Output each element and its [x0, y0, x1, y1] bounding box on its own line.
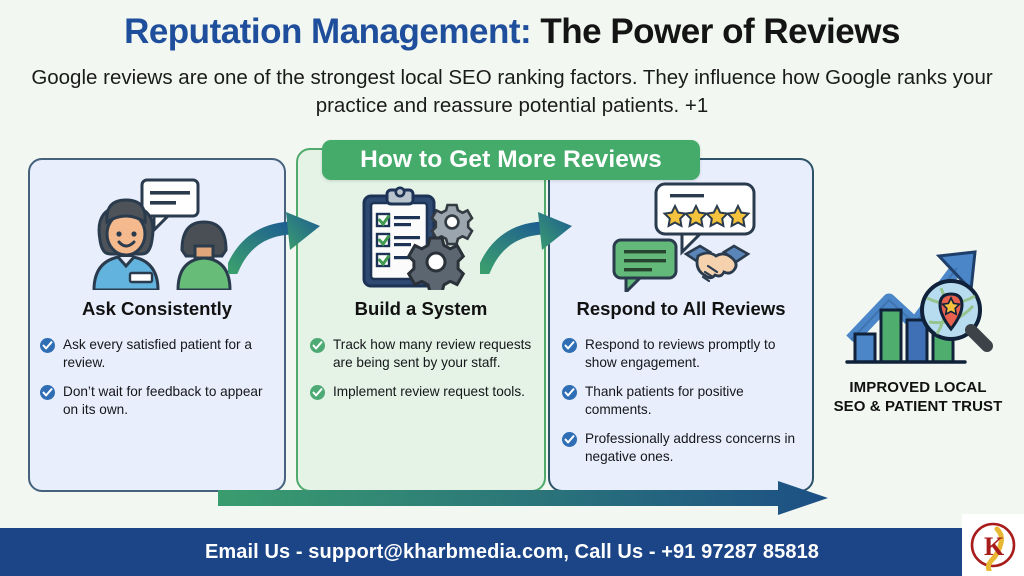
check-circle-icon [562, 338, 577, 353]
result-label-line1: IMPROVED LOCAL [849, 379, 987, 396]
bullet-list-1: Ask every satisfied patient for a review… [40, 336, 278, 430]
check-circle-icon [40, 385, 55, 401]
bullet-list-3: Respond to reviews promptly to show enga… [562, 336, 810, 477]
list-item: Implement review request tools. [310, 383, 538, 401]
list-item-text: Thank patients for positive comments. [585, 384, 744, 418]
list-item-text: Implement review request tools. [333, 384, 525, 400]
check-circle-icon [562, 385, 577, 401]
list-item-text: Ask every satisfied patient for a review… [63, 337, 252, 371]
flow-curve-arrow-2 [477, 212, 590, 279]
page-title-secondary: The Power of Reviews [540, 12, 900, 51]
footer-contact-text[interactable]: Email Us - support@kharbmedia.com, Call … [204, 540, 820, 563]
check-circle-icon [40, 338, 55, 353]
check-circle-icon [310, 385, 325, 401]
list-item-text: Don’t wait for feedback to appear on its… [63, 384, 263, 418]
brand-logo: K [962, 514, 1024, 576]
page-subtitle: Google reviews are one of the strongest … [31, 66, 993, 117]
page-title: Reputation Management: The Power of Revi… [0, 12, 1024, 51]
column-title-3: Respond to All Reviews [576, 298, 786, 319]
result-label: IMPROVED LOCAL SEO & PATIENT TRUST [820, 378, 1016, 416]
list-item-text: Professionally address concerns in negat… [585, 431, 796, 465]
list-item: Professionally address concerns in negat… [562, 430, 810, 466]
list-item-text: Respond to reviews promptly to show enga… [585, 337, 776, 371]
check-circle-icon [310, 338, 325, 353]
page-title-primary: Reputation Management: [124, 12, 532, 51]
flow-curve-arrow-1 [225, 212, 338, 279]
list-item: Don’t wait for feedback to appear on its… [40, 383, 278, 419]
result-label-line2: SEO & PATIENT TRUST [833, 398, 1003, 416]
section-banner: How to Get More Reviews [322, 140, 700, 180]
progress-flow-arrow [218, 481, 828, 520]
growth-chart-magnifier-icon [845, 248, 995, 379]
list-item: Respond to reviews promptly to show enga… [562, 336, 810, 372]
clipboard-checklist-gears-illustration [358, 186, 478, 295]
brand-logo-letter: K [984, 532, 1005, 561]
check-circle-icon [562, 432, 577, 448]
two-people-speech-bubble-illustration [78, 178, 238, 295]
star-rating-handshake-illustration [612, 182, 762, 297]
section-banner-label: How to Get More Reviews [360, 146, 662, 173]
list-item: Track how many review requests are being… [310, 336, 538, 372]
bullet-list-2: Track how many review requests are being… [310, 336, 538, 412]
column-title-2: Build a System [354, 298, 488, 319]
list-item-text: Track how many review requests are being… [333, 337, 532, 371]
footer-bar: Email Us - support@kharbmedia.com, Call … [0, 528, 1024, 576]
list-item: Thank patients for positive comments. [562, 383, 810, 419]
column-title-1: Ask Consistently [81, 298, 233, 319]
list-item: Ask every satisfied patient for a review… [40, 336, 278, 372]
